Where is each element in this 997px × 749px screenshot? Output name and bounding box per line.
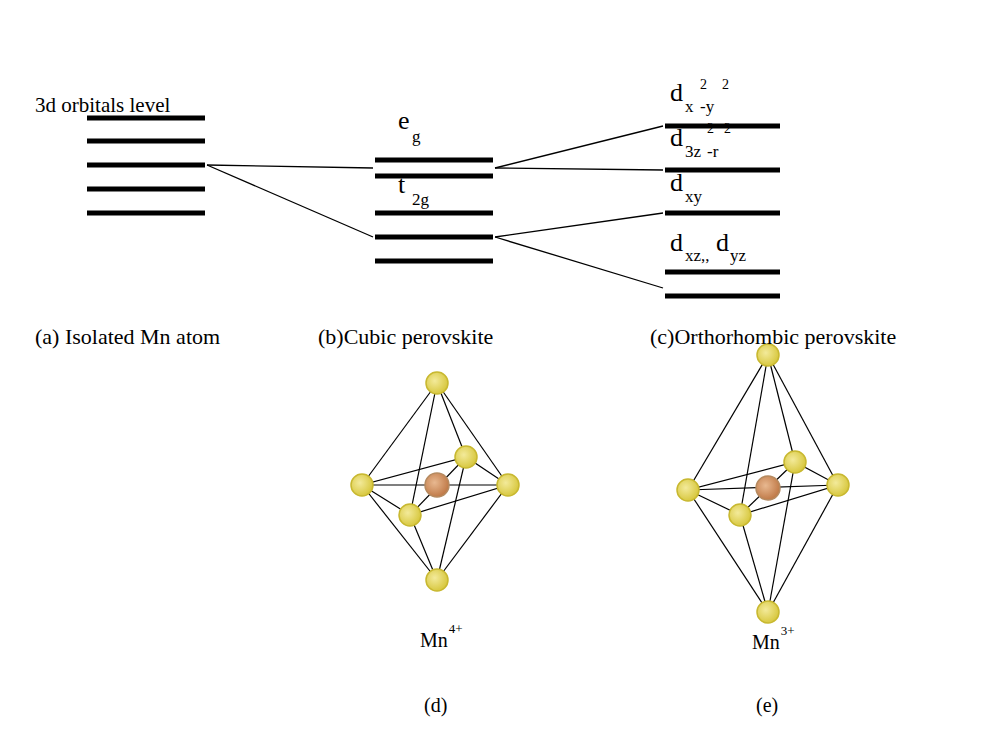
panel-letter: (d) (424, 695, 447, 715)
panel-caption: (c)Orthorhombic perovskite (650, 326, 896, 348)
ion-label: Mn (752, 632, 780, 652)
orbital-subscript: yz (730, 247, 746, 264)
orbital-subscript: 3z (685, 143, 701, 160)
orbital-subscript: -r (707, 143, 718, 160)
charge-superscript: 4+ (449, 622, 463, 635)
orbital-symbol: d (670, 170, 683, 196)
panel-caption: (b)Cubic perovskite (318, 326, 493, 348)
octahedron-mn3 (677, 344, 849, 623)
orbital-symbol: d (716, 230, 729, 256)
orbital-subscript: g (412, 128, 421, 145)
orbital-symbol: d (670, 80, 683, 106)
orbital-subscript: xy (685, 188, 702, 205)
energy-levels (87, 118, 780, 296)
orbital-symbol: d (670, 125, 683, 151)
panel-letter: (e) (756, 695, 778, 715)
orbital-subscript: xz,, (685, 247, 710, 264)
charge-superscript: 3+ (781, 624, 795, 637)
orbital-subscript: 2g (412, 191, 429, 208)
orbital-subscript: -y (700, 98, 714, 115)
orbital-superscript: 2 (722, 78, 729, 92)
orbital-superscript: 2 (724, 122, 731, 136)
level-title: 3d orbitals level (35, 95, 170, 116)
orbital-symbol: d (670, 230, 683, 256)
octahedron-mn4 (351, 372, 519, 591)
orbital-superscript: 2 (700, 78, 707, 92)
ion-label: Mn (420, 630, 448, 650)
orbital-symbol: t (398, 172, 405, 198)
orbital-symbol: e (398, 108, 410, 134)
orbital-subscript: x (685, 98, 694, 115)
panel-caption: (a) Isolated Mn atom (35, 326, 220, 348)
orbital-superscript: 2 (707, 122, 714, 136)
splitting-lines (207, 126, 663, 288)
